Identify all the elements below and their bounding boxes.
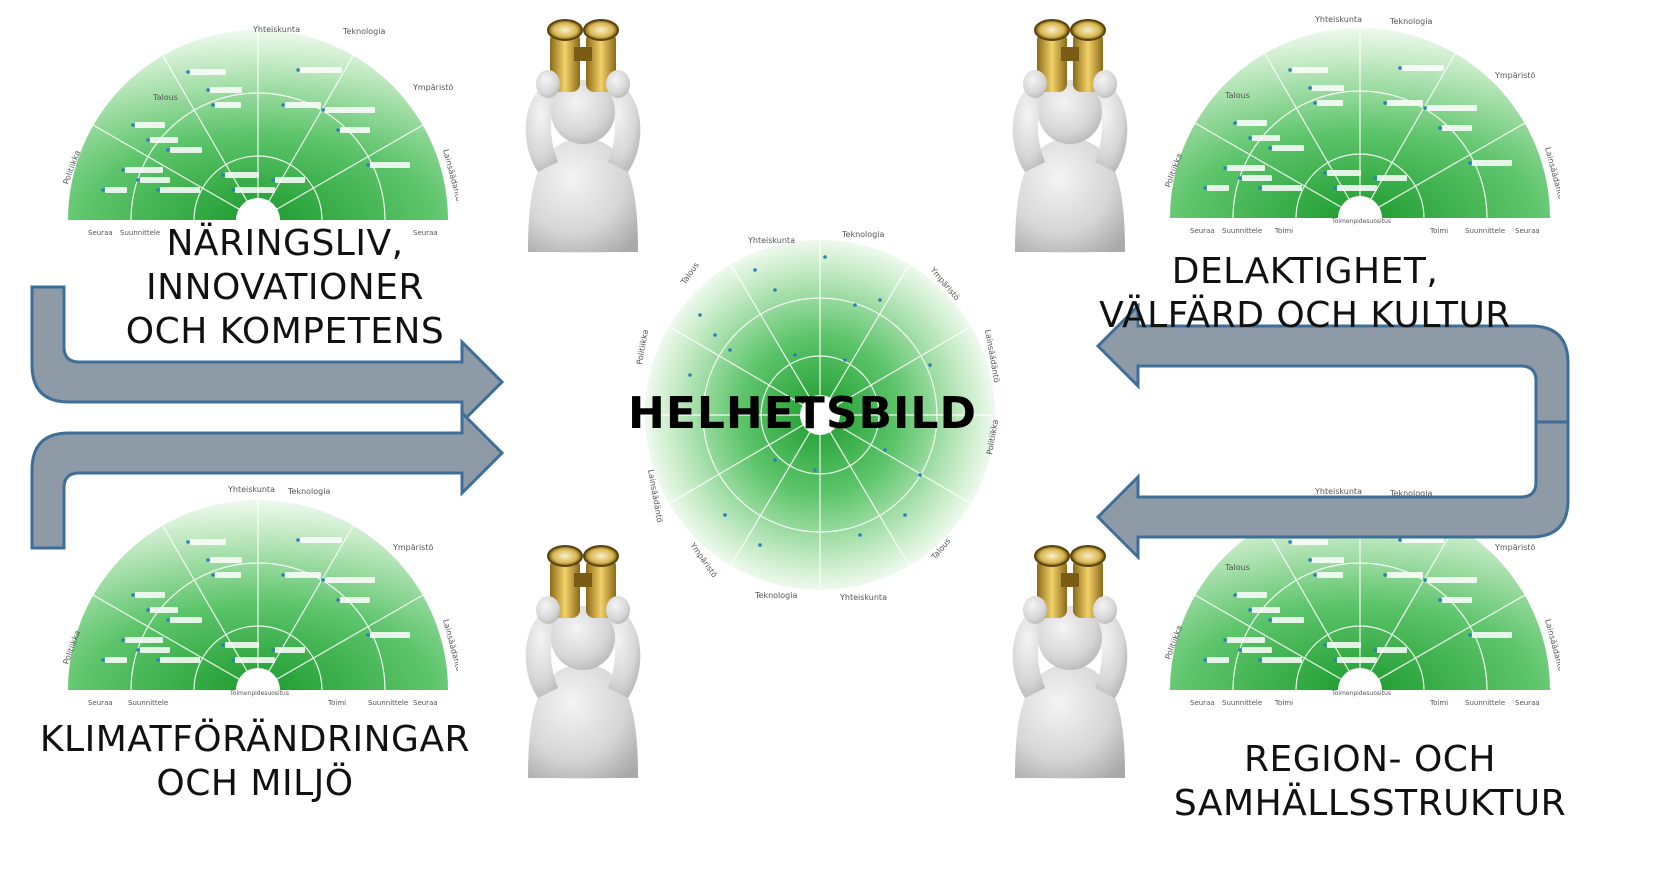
- sector-label-yhteiskunta: Yhteiskunta: [227, 485, 275, 494]
- label-line: INNOVATIONER: [146, 267, 424, 308]
- radar-chart-top-right: Yhteiskunta Teknologia Talous Ympäristö …: [1163, 15, 1560, 235]
- sector-label-talous: Talous: [1224, 563, 1250, 572]
- ring-label-suunnittele-right: Suunnittele: [1465, 227, 1505, 235]
- ring-label-seuraa-right: Seuraa: [413, 229, 438, 237]
- sector-label-yhteiskunta: Yhteiskunta: [1314, 487, 1362, 496]
- ring-label-seuraa: Seuraa: [1190, 699, 1215, 707]
- sector-label-ymparisto: Ympäristö: [412, 83, 453, 92]
- sector-label-teknologia: Teknologia: [1389, 17, 1432, 26]
- sector-label-yhteiskunta: Yhteiskunta: [1314, 15, 1362, 24]
- sector-label-yhteiskunta: Yhteiskunta: [252, 25, 300, 34]
- label-klimat: KLIMATFÖRÄNDRINGAR OCH MILJÖ: [0, 718, 510, 806]
- label-line: VÄLFÄRD OCH KULTUR: [1099, 295, 1511, 336]
- label-delaktighet: DELAKTIGHET, VÄLFÄRD OCH KULTUR: [1055, 250, 1555, 338]
- ring-label-toimi-right: Toimi: [1429, 699, 1448, 707]
- label-line: OCH KOMPETENS: [125, 311, 445, 352]
- sector-label-teknologia-lower: Teknologia: [754, 591, 797, 600]
- ring-label-toimi: Toimi: [1274, 699, 1293, 707]
- sector-label-ymparisto: Ympäristö: [1494, 543, 1535, 552]
- label-line: SAMHÄLLSSTRUKTUR: [1173, 783, 1567, 824]
- ring-label-toimi: Toimi: [327, 699, 346, 707]
- sector-label-yhteiskunta: Yhteiskunta: [747, 236, 795, 245]
- center-recommendation-label: Toimenpidesuositus: [1331, 690, 1391, 697]
- sector-label-teknologia: Teknologia: [342, 27, 385, 36]
- label-line: REGION- OCH: [1243, 739, 1496, 780]
- ring-label-suunnittele: Suunnittele: [120, 229, 160, 237]
- center-title: HELHETSBILD: [628, 388, 977, 439]
- ring-label-seuraa: Seuraa: [1190, 227, 1215, 235]
- sector-label-politiikka: Politiikka: [635, 329, 650, 366]
- sector-label-talous: Talous: [679, 261, 701, 287]
- person-binoculars-bottom-left: [524, 545, 642, 780]
- ring-label-seuraa-right: Seuraa: [1515, 227, 1540, 235]
- person-binoculars-bottom-right: [1011, 545, 1129, 780]
- sector-label-talous: Talous: [1224, 91, 1250, 100]
- sector-label-ymparisto: Ympäristö: [1494, 71, 1535, 80]
- label-region: REGION- OCH SAMHÄLLSSTRUKTUR: [1130, 738, 1610, 826]
- ring-label-seuraa-right: Seuraa: [413, 699, 438, 707]
- label-line: KLIMATFÖRÄNDRINGAR: [39, 719, 471, 760]
- sector-label-talous: Talous: [152, 93, 178, 102]
- arrow-bottom-right: [1096, 420, 1570, 559]
- sector-label-teknologia: Teknologia: [841, 230, 884, 239]
- label-line: NÄRINGSLIV,: [166, 223, 404, 264]
- center-recommendation-label: Toimenpidesuositus: [229, 690, 289, 697]
- center-recommendation-label: Toimenpidesuositus: [1331, 218, 1391, 225]
- label-line: OCH MILJÖ: [156, 763, 354, 804]
- ring-label-seuraa-right: Seuraa: [1515, 699, 1540, 707]
- ring-label-toimi: Toimi: [1274, 227, 1293, 235]
- ring-label-suunnittele-right: Suunnittele: [368, 699, 408, 707]
- label-line: DELAKTIGHET,: [1171, 251, 1439, 292]
- ring-label-suunnittele-right: Suunnittele: [1465, 699, 1505, 707]
- ring-label-suunnittele: Suunnittele: [128, 699, 168, 707]
- person-binoculars-top-right: [1011, 19, 1129, 254]
- ring-label-seuraa: Seuraa: [88, 699, 113, 707]
- sector-label-teknologia: Teknologia: [1389, 489, 1432, 498]
- radar-chart-center: Yhteiskunta Teknologia Talous Ympäristö …: [635, 230, 1001, 602]
- ring-label-toimi-right: Toimi: [1429, 227, 1448, 235]
- sector-label-teknologia: Teknologia: [287, 487, 330, 496]
- ring-label-suunnittele: Suunnittele: [1222, 699, 1262, 707]
- label-naringsliv: NÄRINGSLIV, INNOVATIONER OCH KOMPETENS: [95, 222, 475, 354]
- radar-chart-top-left: Yhteiskunta Teknologia Talous Ympäristö …: [61, 25, 458, 237]
- radar-chart-bottom-left: Yhteiskunta Teknologia Ympäristö Politii…: [61, 485, 458, 707]
- arrow-bottom-left: [30, 411, 504, 550]
- sector-label-ymparisto: Ympäristö: [392, 543, 433, 552]
- person-binoculars-top-left: [524, 19, 642, 254]
- ring-label-seuraa: Seuraa: [88, 229, 113, 237]
- sector-label-yhteiskunta-lower: Yhteiskunta: [839, 593, 887, 602]
- ring-label-suunnittele: Suunnittele: [1222, 227, 1262, 235]
- radar-chart-bottom-right: Yhteiskunta Teknologia Talous Ympäristö …: [1163, 487, 1560, 707]
